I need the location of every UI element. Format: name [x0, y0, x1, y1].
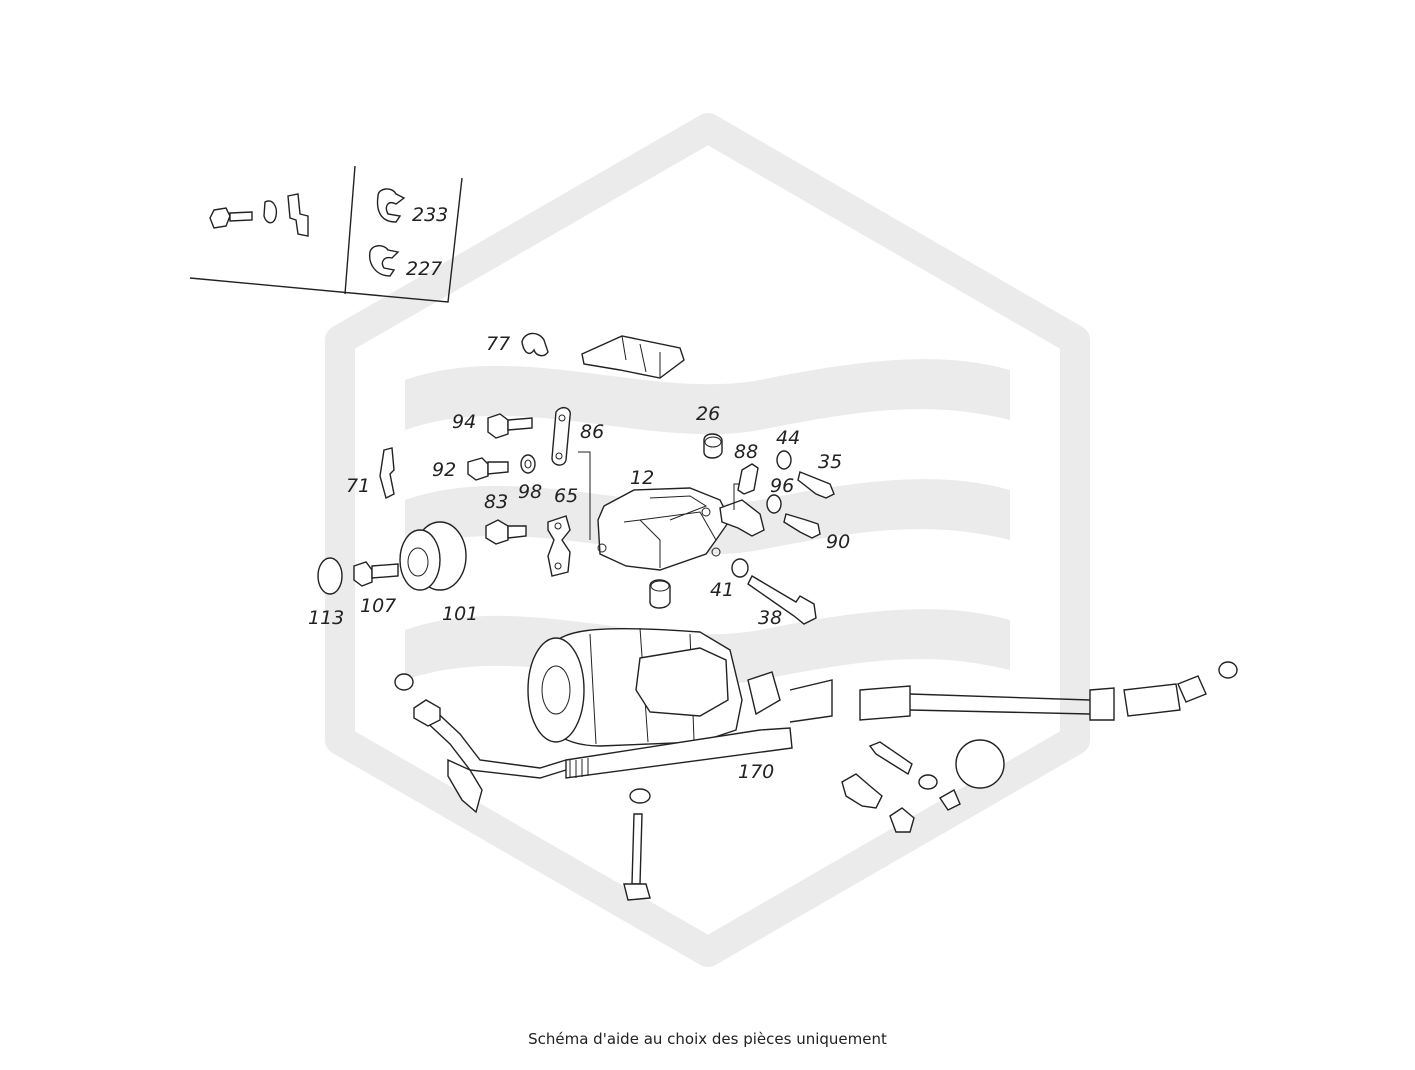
callout-170: 170	[738, 761, 774, 783]
bolt-94	[487, 413, 533, 439]
inset-washer-icon	[263, 200, 278, 224]
bolt-35	[797, 471, 835, 499]
callout-71: 71	[346, 475, 370, 497]
washer-left	[394, 673, 414, 691]
washer-98	[520, 454, 536, 474]
bolt-92	[467, 457, 509, 481]
washer-41	[731, 558, 749, 578]
o-ring	[918, 774, 938, 790]
washer-right	[1218, 661, 1238, 679]
callout-12: 12	[630, 467, 654, 489]
pipe-right	[747, 671, 1207, 723]
callout-88: 88	[734, 441, 758, 463]
callout-90: 90	[826, 531, 850, 553]
inset-box	[189, 165, 463, 303]
pressure-switch	[841, 773, 883, 809]
bracket-71	[379, 447, 395, 500]
bolt-90	[783, 513, 821, 539]
clip-77	[521, 332, 549, 357]
hose-170	[565, 727, 793, 779]
strap-86	[551, 406, 591, 540]
callout-83: 83	[484, 491, 508, 513]
callout-44: 44	[776, 427, 800, 449]
washer-96	[766, 494, 782, 514]
ac-compressor	[527, 627, 743, 747]
bolt-107	[353, 561, 399, 587]
cap-113	[317, 557, 343, 595]
bolt-83	[485, 519, 527, 545]
hose-clamp-233	[376, 188, 406, 223]
spacer	[649, 579, 671, 609]
callout-227: 227	[406, 258, 442, 280]
diagram-caption: Schéma d'aide au choix des pièces unique…	[528, 1030, 887, 1048]
callout-94: 94	[452, 411, 476, 433]
callout-65: 65	[554, 485, 578, 507]
callout-38: 38	[758, 607, 782, 629]
valve-cap	[889, 807, 915, 833]
bolt-38	[747, 575, 817, 625]
link-88	[737, 463, 759, 495]
washer-44	[776, 450, 792, 470]
callout-26: 26	[696, 403, 720, 425]
callout-86: 86	[580, 421, 604, 443]
callout-98: 98	[518, 481, 542, 503]
bushing-26	[703, 433, 723, 459]
mounting-bracket-top	[581, 335, 685, 379]
inset-bolt-icon	[209, 207, 253, 229]
callout-96: 96	[770, 475, 794, 497]
sight-glass	[939, 739, 1005, 811]
callout-101: 101	[442, 603, 478, 625]
inset-bracket-icon	[287, 193, 309, 237]
tension-arm	[719, 499, 765, 537]
compressor-bracket-12	[597, 487, 731, 571]
callout-92: 92	[432, 459, 456, 481]
hose-left	[413, 699, 567, 814]
callout-107: 107	[360, 595, 396, 617]
callout-113: 113	[308, 607, 344, 629]
bracket-65	[547, 515, 571, 577]
pulley-101	[399, 521, 467, 591]
watermark-logo	[325, 113, 1090, 967]
callout-233: 233	[412, 204, 448, 226]
hose-clamp-227	[369, 245, 400, 277]
long-bolt	[623, 788, 651, 901]
service-valve	[868, 741, 913, 776]
callout-77: 77	[486, 333, 510, 355]
callout-35: 35	[818, 451, 842, 473]
callout-41: 41	[710, 579, 734, 601]
